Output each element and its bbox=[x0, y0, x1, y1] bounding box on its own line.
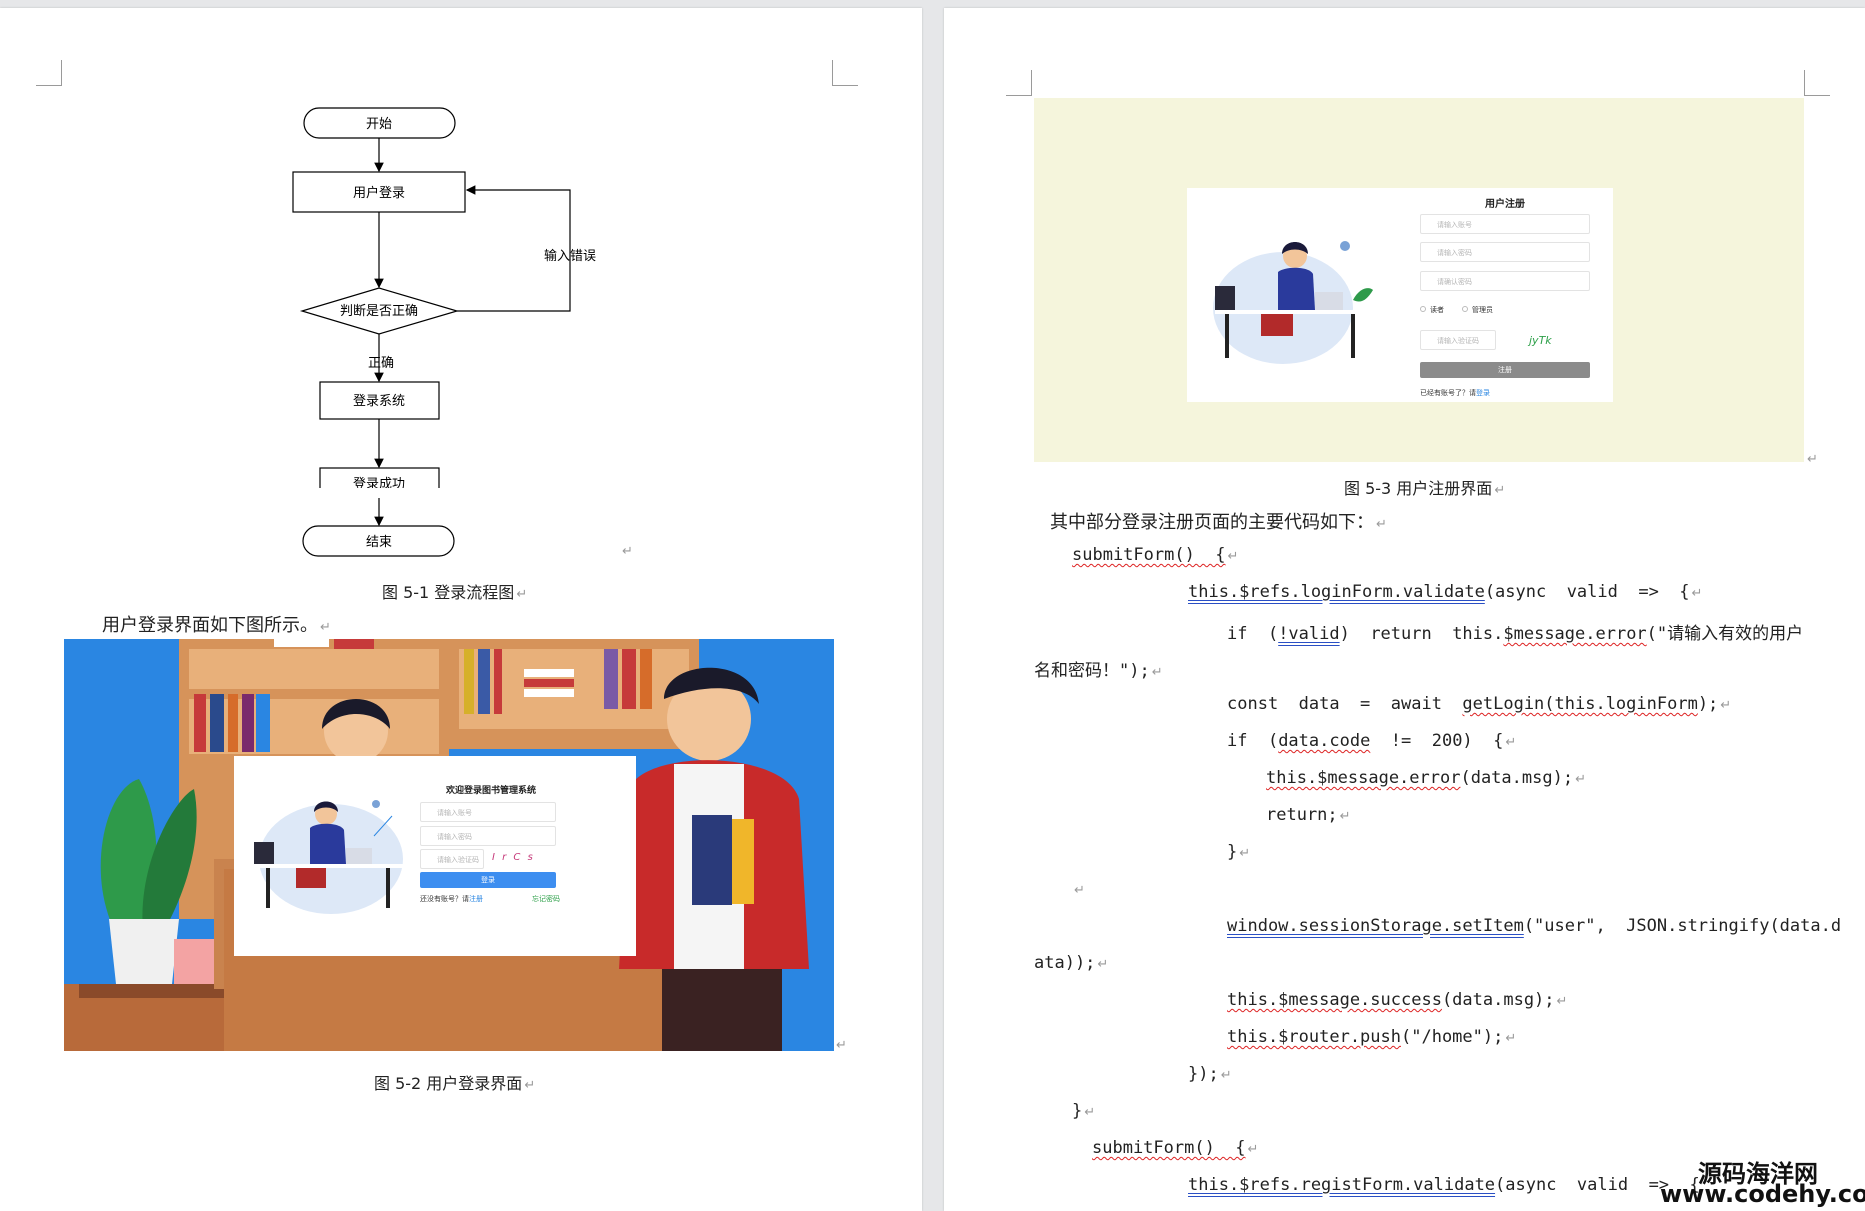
role-admin-radio[interactable]: 管理员 bbox=[1462, 305, 1493, 315]
flow-error-label: 输入错误 bbox=[544, 248, 596, 264]
login-captcha-placeholder: 请输入验证码 bbox=[437, 856, 479, 864]
code-line-2: this.$refs.loginForm.validate(async vali… bbox=[1188, 582, 1703, 602]
login-card-illustration bbox=[254, 800, 406, 914]
code-line-3: if (!valid) return this.$message.error("… bbox=[1227, 624, 1804, 644]
code-line-5: const data = await getLogin(this.loginFo… bbox=[1227, 694, 1732, 714]
login-password-input[interactable]: 请输入密码 bbox=[420, 826, 556, 846]
flow-end-node bbox=[302, 525, 455, 557]
watermark-line-1: 源码海洋网 bbox=[1698, 1160, 1818, 1188]
flow-start-text: 开始 bbox=[366, 117, 392, 132]
code-line-10: window.sessionStorage.setItem("user", JS… bbox=[1227, 916, 1842, 936]
flow-correct-label: 正确 bbox=[368, 356, 394, 371]
register-captcha-placeholder: 请输入验证码 bbox=[1437, 337, 1479, 345]
code-line-14: });↵ bbox=[1188, 1064, 1232, 1084]
code-line-8: return;↵ bbox=[1266, 805, 1351, 825]
login-password-placeholder: 请输入密码 bbox=[437, 833, 472, 841]
login-no-account-text: 还没有账号？请 bbox=[420, 895, 469, 903]
role-reader-radio[interactable]: 读者 bbox=[1420, 305, 1444, 315]
flow-success-text: 登录成功 bbox=[353, 477, 405, 488]
body-text-login-intro: 用户登录界面如下图所示。↵ bbox=[102, 615, 331, 636]
login-account-placeholder: 请输入账号 bbox=[437, 809, 472, 817]
register-confirm-placeholder: 请确认密码 bbox=[1437, 278, 1472, 286]
flow-decision-text: 判断是否正确 bbox=[340, 304, 418, 319]
paragraph-mark: ↵ bbox=[1807, 452, 1818, 467]
register-button[interactable]: 注册 bbox=[1420, 362, 1590, 378]
margin-corner-tl bbox=[36, 60, 62, 86]
login-no-account-row: 还没有账号？请注册 bbox=[420, 894, 483, 904]
code-line-13: this.$router.push("/home");↵ bbox=[1227, 1027, 1517, 1047]
figure-caption-5-2: 图 5-2 用户登录界面↵ bbox=[374, 1074, 536, 1093]
code-line-6: if (data.code != 200) {↵ bbox=[1227, 731, 1517, 751]
login-card: 欢迎登录图书管理系统 请输入账号 请输入密码 请输入验证码 I r C s 登录… bbox=[234, 756, 636, 956]
radio-icon bbox=[1420, 306, 1426, 312]
code-line-blank: ↵ bbox=[1074, 883, 1085, 898]
margin-corner-tr bbox=[832, 60, 858, 86]
register-password-placeholder: 请输入密码 bbox=[1437, 249, 1472, 257]
login-captcha-image[interactable]: I r C s bbox=[492, 852, 535, 863]
login-link[interactable]: 登录 bbox=[1476, 389, 1490, 397]
register-title: 用户注册 bbox=[1485, 199, 1525, 210]
code-line-7: this.$message.error(data.msg);↵ bbox=[1266, 768, 1586, 788]
code-intro-text: 其中部分登录注册页面的主要代码如下：↵ bbox=[1050, 512, 1387, 533]
register-captcha-image[interactable]: jyTk bbox=[1529, 334, 1552, 347]
register-card: 用户注册 请输入账号 请输入密码 请确认密码 读者 管理员 请输入验证码 jyT… bbox=[1187, 188, 1613, 402]
login-captcha-input[interactable]: 请输入验证码 bbox=[420, 849, 484, 869]
margin-corner-tr bbox=[1804, 70, 1830, 96]
flow-end-group: 结束 bbox=[302, 498, 455, 557]
code-line-4: 名和密码！");↵ bbox=[1034, 661, 1163, 681]
flow-system-text: 登录系统 bbox=[353, 394, 405, 409]
login-screenshot-figure: 欢迎登录图书管理系统 请输入账号 请输入密码 请输入验证码 I r C s 登录… bbox=[64, 639, 834, 1051]
register-screenshot-figure: 用户注册 请输入账号 请输入密码 请确认密码 读者 管理员 请输入验证码 jyT… bbox=[1034, 98, 1804, 462]
figure-caption-5-3: 图 5-3 用户注册界面↵ bbox=[1344, 479, 1506, 498]
register-password-input[interactable]: 请输入密码 bbox=[1420, 242, 1590, 262]
register-link[interactable]: 注册 bbox=[469, 895, 483, 903]
paragraph-mark: ↵ bbox=[836, 1038, 847, 1053]
code-line-16: submitForm() {↵ bbox=[1092, 1138, 1259, 1158]
code-line-12: this.$message.success(data.msg);↵ bbox=[1227, 990, 1568, 1010]
paragraph-mark: ↵ bbox=[622, 544, 633, 559]
register-card-illustration bbox=[1213, 241, 1373, 364]
login-title: 欢迎登录图书管理系统 bbox=[446, 786, 537, 796]
code-line-11: ata));↵ bbox=[1034, 953, 1109, 973]
code-line-9: }↵ bbox=[1227, 842, 1251, 862]
login-account-input[interactable]: 请输入账号 bbox=[420, 802, 556, 822]
document-page-right: 用户注册 请输入账号 请输入密码 请确认密码 读者 管理员 请输入验证码 jyT… bbox=[944, 8, 1865, 1211]
code-line-15: }↵ bbox=[1072, 1101, 1096, 1121]
register-account-placeholder: 请输入账号 bbox=[1437, 221, 1472, 229]
watermark-line-2: www.codehy.com bbox=[1660, 1180, 1865, 1208]
forgot-password-link[interactable]: 忘记密码 bbox=[532, 895, 560, 903]
document-page-left: 开始 用户登录 判断是否正确 输入错误 正确 登录系统 登录成功 结束 ↵ 图 … bbox=[0, 8, 922, 1211]
radio-icon bbox=[1462, 306, 1468, 312]
register-has-account-text: 已经有账号了？请 bbox=[1420, 389, 1476, 397]
figure-caption-5-1: 图 5-1 登录流程图↵ bbox=[382, 583, 528, 602]
register-confirm-input[interactable]: 请确认密码 bbox=[1420, 271, 1590, 291]
code-line-1: submitForm() {↵ bbox=[1072, 545, 1239, 565]
login-button[interactable]: 登录 bbox=[420, 872, 556, 888]
register-has-account-row: 已经有账号了？请登录 bbox=[1420, 388, 1490, 398]
flow-login-text: 用户登录 bbox=[353, 185, 405, 201]
code-line-17: this.$refs.registForm.validate(async val… bbox=[1188, 1175, 1700, 1195]
register-captcha-input[interactable]: 请输入验证码 bbox=[1420, 330, 1496, 350]
login-flowchart: 开始 用户登录 判断是否正确 输入错误 正确 登录系统 登录成功 bbox=[292, 107, 596, 488]
register-account-input[interactable]: 请输入账号 bbox=[1420, 214, 1590, 234]
margin-corner-tl bbox=[1006, 70, 1032, 96]
flow-end-text: 结束 bbox=[366, 535, 392, 550]
